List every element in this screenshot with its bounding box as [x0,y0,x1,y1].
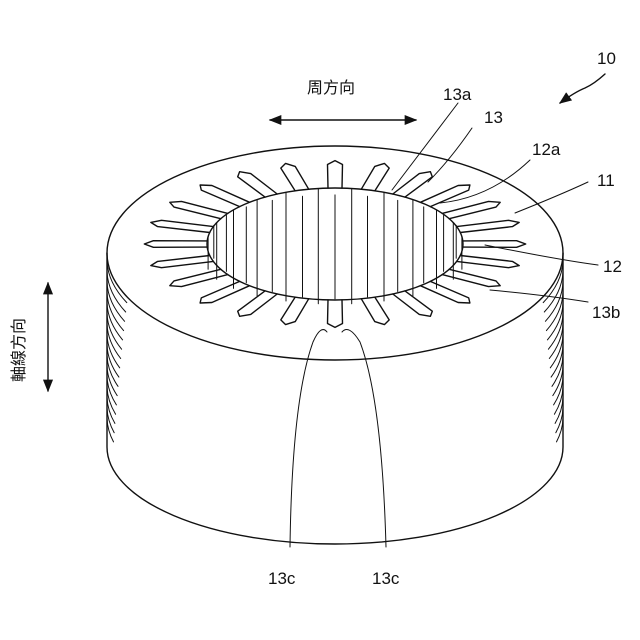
leader-lines [290,103,598,547]
axial-direction-label: 軸線方向 [9,318,28,382]
lamination-line-right [553,366,563,396]
lamination-line-left [107,314,122,350]
slot-ring [144,161,525,328]
slot [361,297,389,324]
slot [393,172,433,197]
slot [170,269,228,286]
label-13b: 13b [592,303,620,322]
label-13: 13 [484,108,503,127]
slot [328,161,343,189]
leader-13c-right [342,330,386,547]
label-12a: 12a [532,140,561,159]
slot [238,172,278,197]
label-10: 10 [597,49,616,68]
leader-11 [515,182,588,213]
label-13a: 13a [443,85,472,104]
leader-13c-left [290,330,327,547]
lamination-line-right [551,345,563,377]
slot [361,163,389,190]
slot [151,220,214,232]
label-11: 11 [597,171,615,190]
slot [170,201,228,218]
lamination-line-right [552,356,563,387]
slot [328,300,343,328]
leader-13a [392,103,458,190]
slot [144,241,207,248]
lamination-line-left [107,366,117,396]
label-12: 12 [603,257,622,276]
slot [457,256,520,268]
slot [457,220,520,232]
lamination-line-left [107,345,119,377]
stator-core [107,146,563,544]
lamination-line-left [107,324,121,358]
slot [200,281,250,303]
slot [420,281,470,303]
lamination-line-left [107,356,118,387]
slot [151,256,214,268]
lamination-line-right [549,324,563,358]
circumferential-direction-label: 周方向 [307,78,355,97]
leader-12 [485,245,598,265]
assembly-arrow [560,74,605,103]
slot [420,185,470,207]
slot [200,185,250,207]
slot [442,201,500,218]
slot [281,297,309,324]
slot [281,163,309,190]
lamination-line-right [550,335,563,368]
slot [442,269,500,286]
lamination-line-left [107,335,120,368]
label-13c-left: 13c [268,569,296,588]
label-13c-right: 13c [372,569,400,588]
leader-13 [428,128,472,182]
slot [463,241,526,248]
lamination-line-right [548,314,563,350]
